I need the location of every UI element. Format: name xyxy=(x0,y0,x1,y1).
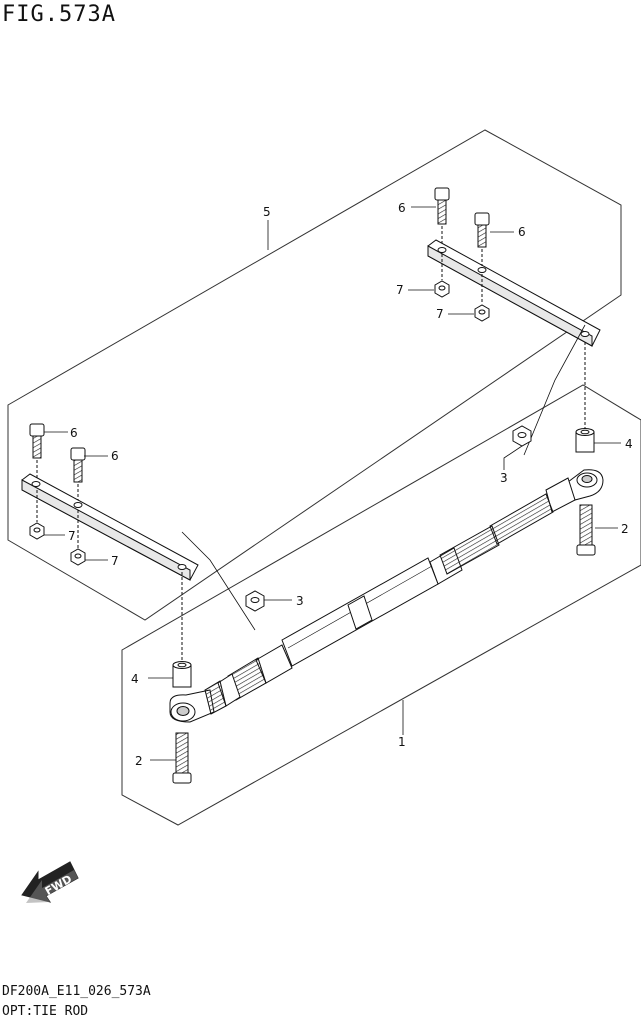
bolt-2-left xyxy=(172,732,192,784)
callout-3-right: 3 xyxy=(500,471,508,485)
nut-3-left xyxy=(245,590,265,612)
rod-end-left xyxy=(169,689,215,723)
callout-7-left-2: 7 xyxy=(111,554,119,568)
figure-description: OPT:TIE ROD xyxy=(2,1004,89,1019)
nut-7-right-1 xyxy=(434,254,450,298)
callout-7-right-1: 7 xyxy=(396,283,404,297)
rod-end-right xyxy=(567,469,604,501)
nut-3-right xyxy=(512,425,532,447)
assembly-pointer-lines xyxy=(181,324,586,631)
group-box-5 xyxy=(7,129,622,621)
callout-4-left: 4 xyxy=(131,672,139,686)
group-box-1 xyxy=(121,384,641,826)
callout-7-right-2: 7 xyxy=(436,307,444,321)
callout-2-left: 2 xyxy=(135,754,143,768)
callout-3-left: 3 xyxy=(296,594,304,608)
callout-6-right-1: 6 xyxy=(398,201,406,215)
bolt-6-right-1 xyxy=(434,187,450,243)
callout-5: 5 xyxy=(263,205,271,219)
nut-7-left-2 xyxy=(70,510,86,566)
bracket-plate-left xyxy=(21,473,199,581)
figure-code: DF200A_E11_026_573A xyxy=(2,984,151,999)
bolt-6-left-1 xyxy=(29,423,45,478)
nut-7-right-2 xyxy=(474,274,490,322)
bracket-plate-right xyxy=(427,239,601,347)
collar-4-right xyxy=(575,342,595,453)
callout-2-right: 2 xyxy=(621,522,629,536)
bolt-6-right-2 xyxy=(474,212,490,266)
figure-title: FIG.573A xyxy=(2,2,116,27)
leader-lines xyxy=(44,206,621,761)
callout-1: 1 xyxy=(398,735,406,749)
callout-6-left-1: 6 xyxy=(70,426,78,440)
bolt-2-right xyxy=(576,504,596,556)
fwd-arrow-icon: FWD xyxy=(21,861,79,903)
callout-6-right-2: 6 xyxy=(518,225,526,239)
callout-4-right: 4 xyxy=(625,437,633,451)
callout-6-left-2: 6 xyxy=(111,449,119,463)
tie-rod-assembly xyxy=(169,469,604,723)
callout-7-left-1: 7 xyxy=(68,529,76,543)
collar-4-left xyxy=(172,572,192,688)
bolt-6-left-2 xyxy=(70,447,86,500)
